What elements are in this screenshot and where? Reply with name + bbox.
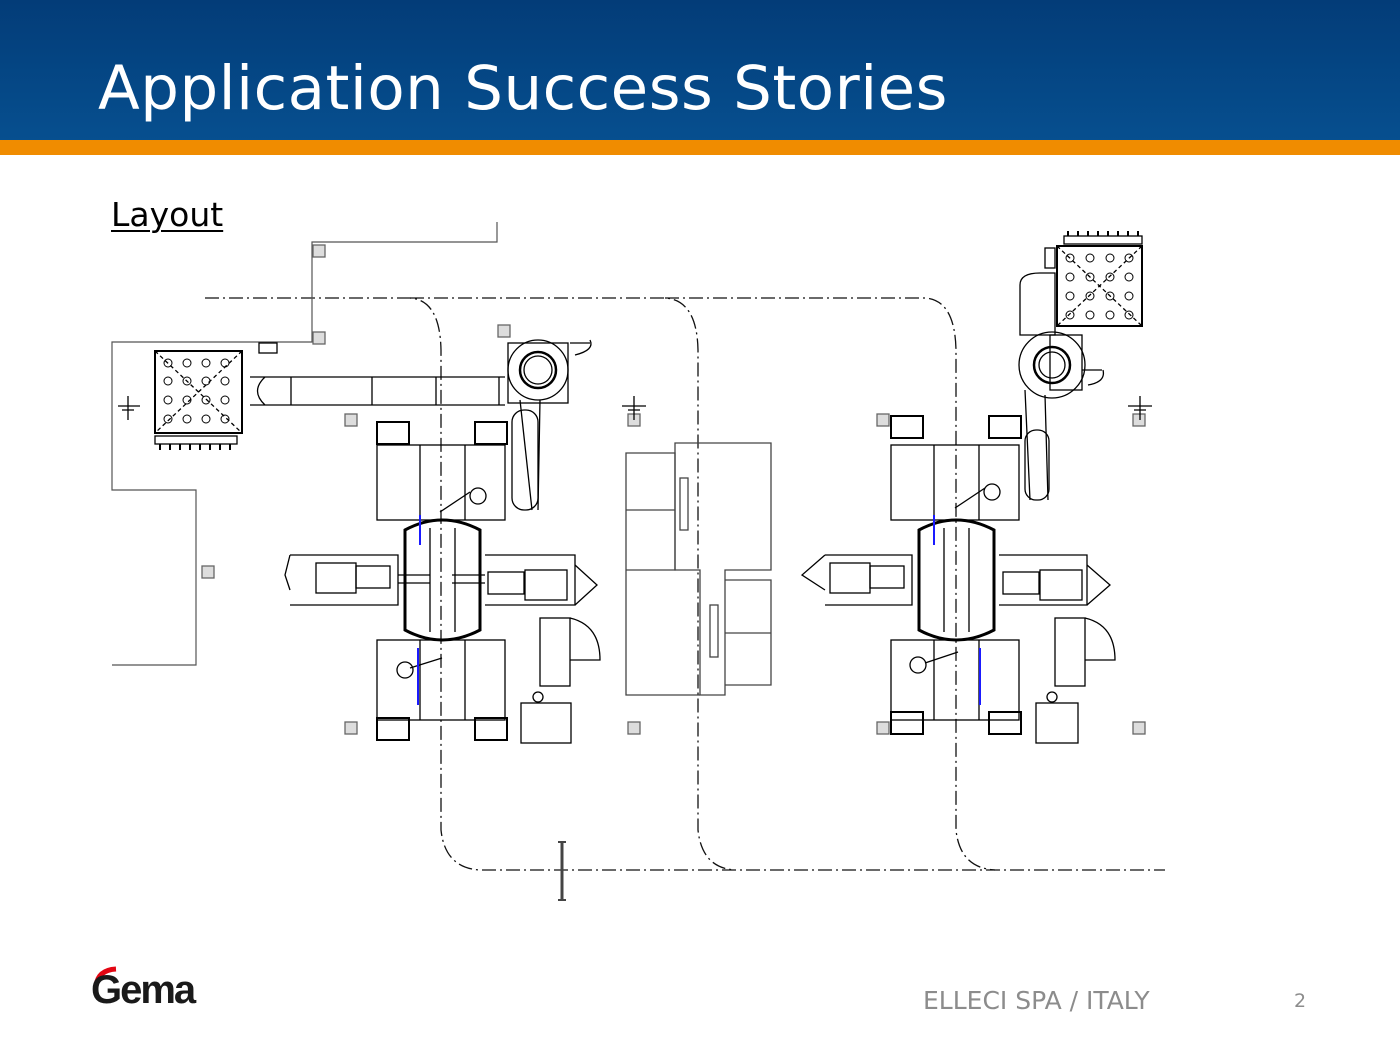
duct-left: [250, 376, 505, 406]
reference-crosses: [118, 396, 1152, 420]
fan-left: [507, 339, 592, 511]
wall-outline: [111, 222, 498, 666]
filter-unit-right: [1044, 231, 1143, 327]
booth-cell-left: [284, 421, 601, 744]
gema-logo: Gema: [88, 966, 218, 1016]
filter-unit-left: [154, 342, 278, 450]
footer-company: ELLECI SPA / ITALY: [923, 986, 1150, 1015]
oven-unit: [625, 442, 772, 696]
logo-text: Gema: [91, 968, 196, 1012]
conveyor-path: [205, 297, 1165, 871]
fan-right: [1018, 272, 1105, 501]
accent-bar: [0, 140, 1400, 155]
column-markers: [201, 244, 1146, 735]
section-title: Layout: [111, 195, 224, 234]
logo-arc-icon: [93, 966, 117, 987]
page-number: 2: [1294, 990, 1307, 1012]
booth-cell-right: [800, 415, 1116, 744]
slide-header: Application Success Stories: [0, 0, 1400, 140]
slide-title: Application Success Stories: [98, 53, 948, 124]
door-symbol: [558, 841, 566, 901]
